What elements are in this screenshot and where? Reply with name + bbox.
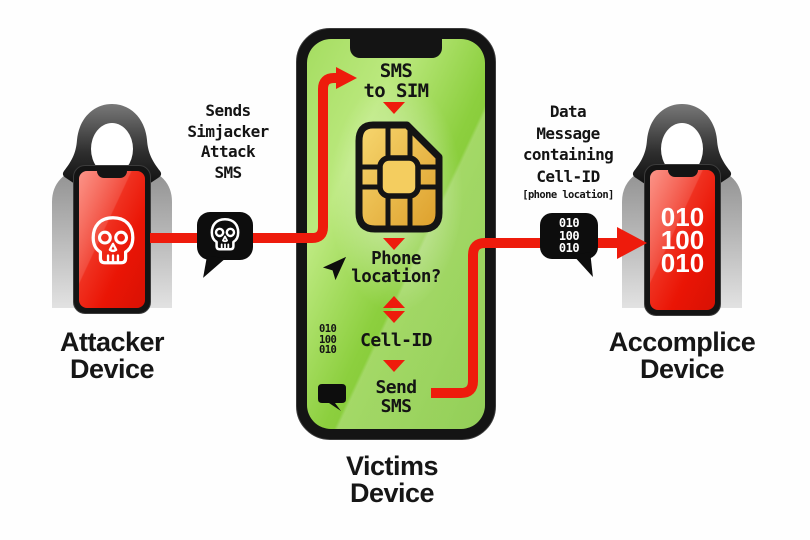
skull-icon (91, 216, 135, 265)
victim-phone: SMS to SIM Phone location? 010 100 010 C… (296, 28, 496, 440)
step-phone-location: Phone location? (351, 249, 441, 287)
accomplice-phone-notch (667, 170, 698, 177)
attacker-device-label: Attacker Device (59, 327, 165, 384)
skull-icon (210, 217, 240, 251)
attack-sms-caption: Sends Simjacker Attack SMS (187, 101, 269, 182)
bubble-binary-readout: 010 100 010 (558, 216, 580, 256)
phone-location-subtext: [phone location] (522, 189, 614, 201)
victim-device-label: Victims Device (345, 451, 439, 508)
accomplice-phone: 010 100 010 (644, 164, 721, 316)
data-message-text: Data Message containing Cell-ID (522, 102, 614, 186)
accomplice-phone-screen (650, 170, 715, 310)
sim-card-icon (355, 121, 443, 233)
chat-bubble-icon (318, 384, 346, 411)
attacker-phone (73, 165, 151, 314)
attack-sms-bubble (197, 212, 253, 260)
navigation-arrow-icon (322, 256, 347, 281)
attacker-phone-notch (97, 171, 127, 178)
victim-phone-notch (350, 38, 442, 58)
cell-id-binary: 010 100 010 (319, 323, 337, 356)
step-send-sms: Send SMS (375, 377, 418, 417)
step-sms-to-sim: SMS to SIM (363, 60, 429, 102)
data-message-caption: Data Message containing Cell-ID [phone l… (500, 101, 636, 202)
data-message-bubble: 010 100 010 (540, 213, 598, 259)
accomplice-device-label: Accomplice Device (608, 327, 756, 384)
accomplice-binary-readout: 010 100 010 (660, 201, 705, 278)
step-cell-id: Cell-ID (360, 330, 432, 351)
